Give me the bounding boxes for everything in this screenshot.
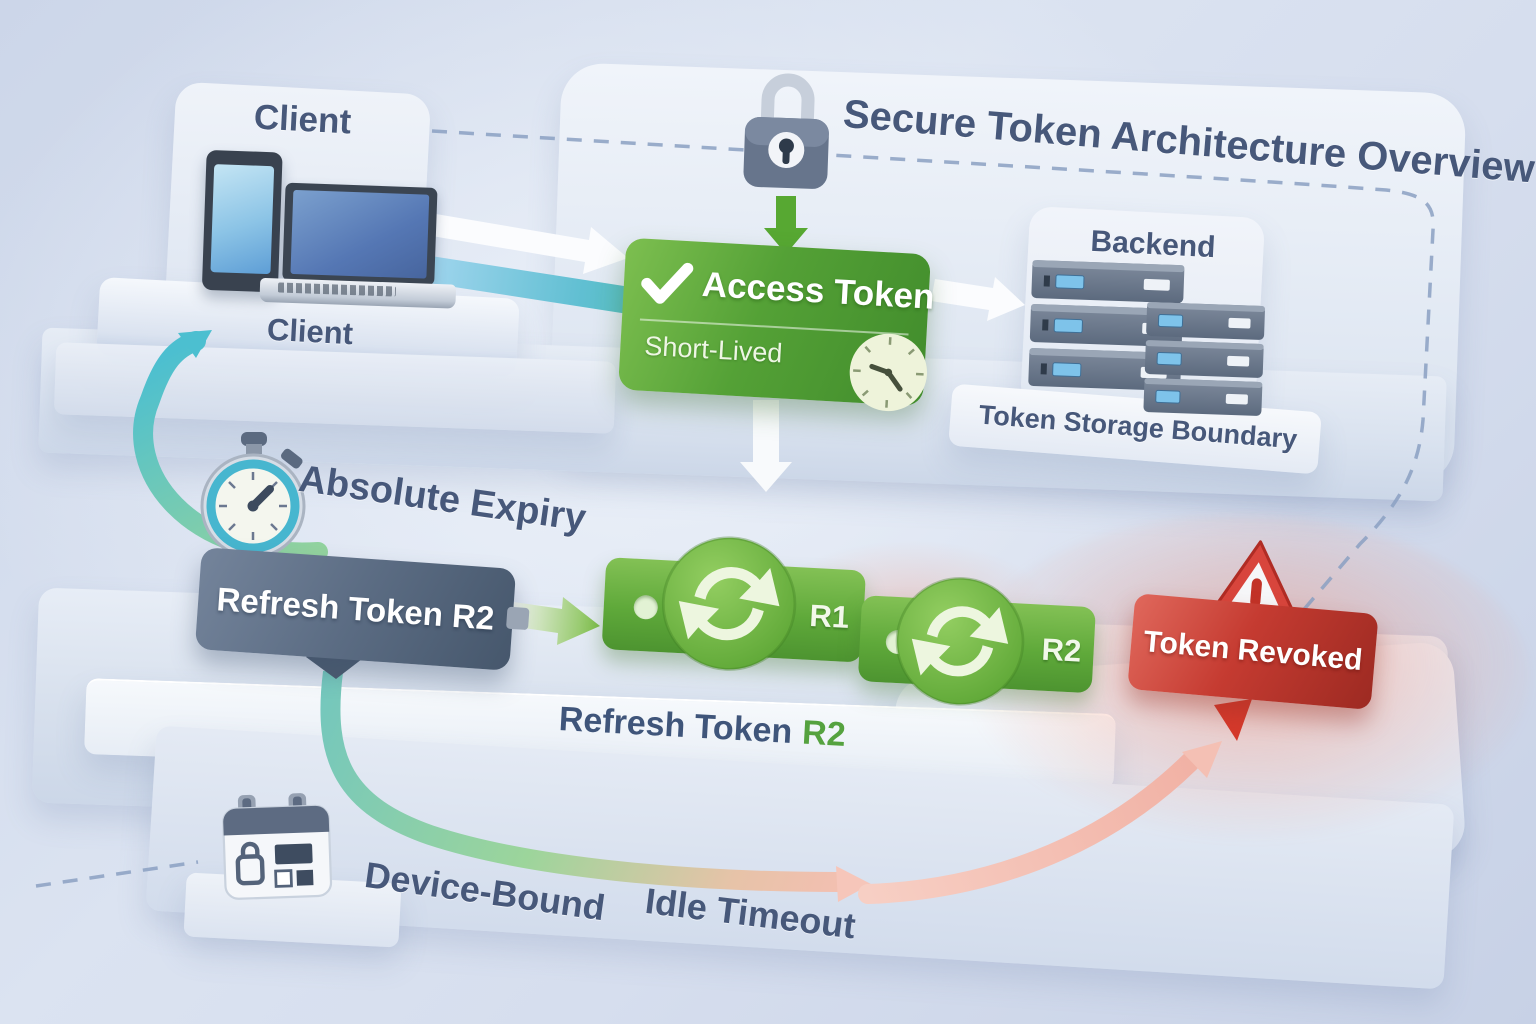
timeline-token: R2	[801, 713, 847, 754]
idle-flow-arrowhead	[836, 866, 871, 902]
r2-label: R2	[1040, 631, 1083, 669]
smartphone-icon	[201, 149, 283, 293]
refresh-token-box: Refresh Token R2	[194, 547, 530, 671]
connector-nub	[506, 606, 530, 631]
revoked-red-arrowhead	[1214, 699, 1252, 741]
rotation-step-r1: R1	[594, 536, 876, 707]
lock-icon	[733, 58, 842, 202]
revoke-curve-arrow	[858, 752, 1200, 904]
access-token-box: Access Token Short-Lived	[617, 237, 936, 412]
refresh-token-box-label: Refresh Token R2	[215, 580, 496, 637]
client-devices	[195, 146, 457, 315]
revoke-curve-arrowhead	[1182, 741, 1222, 778]
laptop-keyboard	[277, 282, 397, 297]
client-to-token-arrow-white	[426, 213, 628, 274]
server-stack-icon	[1025, 256, 1268, 416]
smartphone-screen	[210, 164, 275, 275]
laptop-screen	[290, 189, 430, 279]
checkmark-icon	[641, 262, 694, 304]
token-revoked-group: Token Revoked	[1126, 527, 1393, 728]
token-revoked-box: Token Revoked	[1127, 593, 1379, 711]
r1-dot	[633, 594, 659, 620]
box-to-r1-arrow	[510, 597, 600, 645]
short-lived-label: Short-Lived	[643, 330, 784, 369]
refresh-cycle-icon	[895, 577, 1025, 706]
calendar-lock-icon	[220, 792, 334, 906]
token-down-arrow	[740, 400, 792, 492]
token-to-backend-arrow	[931, 277, 1025, 321]
idle-flow-band	[320, 670, 839, 892]
expiry-loop-arrowhead	[178, 330, 212, 358]
access-token-label: Access Token	[700, 264, 936, 317]
clock-icon	[849, 333, 928, 412]
laptop-icon	[282, 182, 438, 286]
dashed-bottom-segment	[35, 860, 199, 888]
r1-label: R1	[808, 597, 851, 635]
lock-down-arrow	[764, 196, 808, 254]
token-revoked-label: Token Revoked	[1142, 625, 1364, 678]
stopwatch-icon	[193, 430, 313, 562]
server-stack-left	[1028, 260, 1185, 392]
refresh-cycle-icon	[661, 536, 797, 671]
rotation-step-r2: R2	[850, 577, 1132, 743]
server-stack-right	[1143, 302, 1266, 416]
